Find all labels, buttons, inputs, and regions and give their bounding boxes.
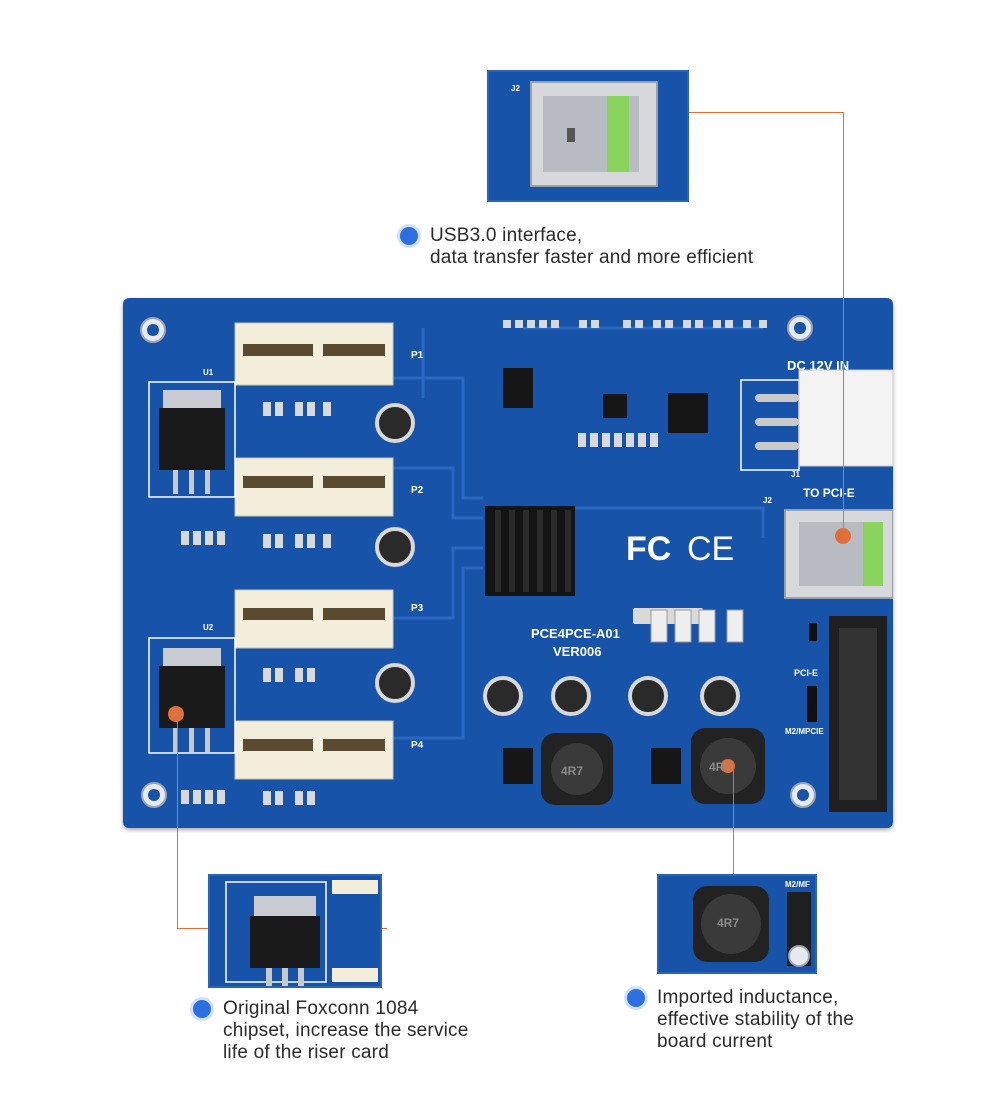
slot-label-p2: P2 — [411, 485, 424, 496]
usb-inset: J2 — [487, 70, 689, 202]
inductor-callout-line3: board current — [657, 1031, 773, 1052]
inductor-inset: 4R7 M2/MF — [657, 874, 817, 974]
chipset-leader-v — [177, 716, 178, 928]
chipset-callout-line3: life of the riser card — [223, 1042, 389, 1063]
ce-mark: CE — [687, 530, 734, 568]
chip-u7 — [651, 748, 681, 784]
power-ref-label: J1 — [791, 470, 800, 479]
usb-inset-ref: J2 — [511, 84, 520, 93]
callout-dot — [627, 989, 645, 1007]
inductor-inset-m2-label: M2/MF — [785, 880, 810, 889]
inductor-value: 4R7 — [709, 760, 732, 774]
chipset-inset — [208, 874, 382, 988]
pcie-slot-p3 — [234, 589, 394, 649]
inductor-inset-art — [693, 886, 811, 967]
to-pcie-label: TO PCI-E — [803, 486, 855, 500]
usb-ref-label: J2 — [763, 496, 772, 505]
usb-callout: USB3.0 interface, data transfer faster a… — [400, 225, 754, 269]
pcie-label: PCI-E — [794, 668, 819, 678]
slot-label-p4: P4 — [411, 740, 424, 751]
pcie-slots — [234, 322, 394, 780]
regulator-u2 — [159, 648, 225, 752]
pcie-slot-p4 — [234, 720, 394, 780]
chipset-inset-art — [225, 880, 378, 986]
inductor-leader-v — [733, 766, 734, 874]
pcie-slot-p2 — [234, 457, 394, 517]
capacitors — [375, 403, 740, 716]
usb-callout-line2: data transfer faster and more efficient — [430, 247, 754, 268]
inductor-callout-line1: Imported inductance, — [657, 987, 839, 1008]
reg-label-u2: U2 — [203, 623, 214, 632]
inductor-callout-line2: effective stability of the — [657, 1009, 855, 1030]
chipset-marker — [168, 706, 184, 722]
reg-label-u1: U1 — [203, 368, 214, 377]
usb-callout-line1: USB3.0 interface, — [430, 225, 583, 246]
heatsink — [485, 506, 575, 596]
riser-board: FC CE P1 P2 P3 P4 U1 U2 PCE4PCE-A01 VER0… — [123, 298, 893, 828]
slot-label-p1: P1 — [411, 350, 424, 361]
chipset-callout-line2: chipset, increase the service — [223, 1020, 469, 1041]
dc-in-label: DC 12V IN — [787, 358, 850, 373]
slot-label-p3: P3 — [411, 603, 424, 614]
inductor-value-l1: 4R7 — [561, 764, 584, 778]
usb-leader-h — [686, 112, 844, 113]
fc-mark: FC — [626, 530, 671, 568]
board-artwork: FC CE — [140, 315, 893, 812]
version-label: VER006 — [553, 644, 602, 659]
mosfet — [668, 393, 708, 433]
pcie-slot-p1 — [234, 322, 394, 386]
callout-dot — [400, 227, 418, 245]
inductor-inset-value: 4R7 — [717, 916, 740, 930]
model-label: PCE4PCE-A01 — [531, 626, 620, 641]
chip-u4 — [503, 748, 533, 784]
chipset-callout-line1: Original Foxconn 1084 — [223, 998, 419, 1019]
callout-dot — [193, 1000, 211, 1018]
regulator-u1 — [159, 390, 225, 494]
inductor-l1 — [541, 733, 613, 805]
dc-12v-connector — [740, 369, 893, 471]
chip-u3 — [503, 368, 533, 408]
chip-u6 — [603, 394, 627, 418]
m2-connector — [807, 616, 887, 812]
m2-label: M2/MPCIE — [785, 727, 824, 736]
usb3-connector — [784, 509, 893, 599]
inductor-callout: Imported inductance, effective stability… — [627, 987, 855, 1053]
chipset-callout: Original Foxconn 1084 chipset, increase … — [193, 998, 469, 1064]
usb-inset-art — [530, 81, 658, 187]
usb-leader-v — [843, 112, 844, 536]
